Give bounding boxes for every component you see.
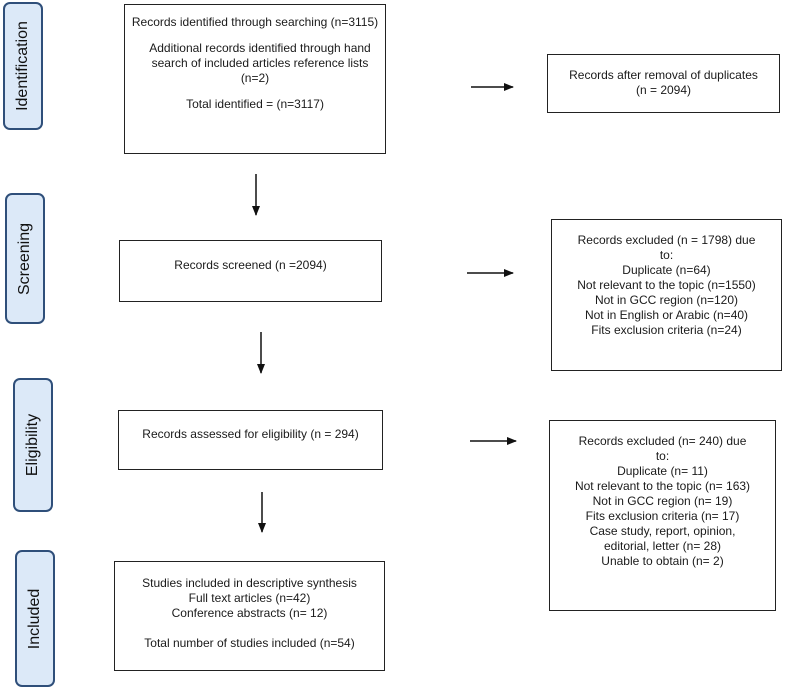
hand-search-line-1: Additional records identified through ha…	[149, 41, 371, 55]
hand-search-line-2: search of included articles reference li…	[151, 56, 369, 70]
phase-eligibility: Eligibility	[13, 378, 53, 512]
elig-excluded-box: Records excluded (n= 240) due to: Duplic…	[549, 420, 776, 611]
screen-excluded-line-3: Duplicate (n=64)	[622, 263, 711, 277]
screen-excluded-line-7: Fits exclusion criteria (n=24)	[591, 323, 742, 337]
elig-excluded-line-9: Unable to obtain (n= 2)	[601, 554, 724, 568]
screen-excluded-line-6: Not in English or Arabic (n=40)	[584, 308, 749, 322]
elig-excluded-line-1: Records excluded (n= 240) due	[578, 434, 747, 448]
duplicates-line-2: (n = 2094)	[635, 83, 692, 97]
total-identified-text: Total identified = (n=3117)	[186, 97, 324, 111]
included-line-3: Conference abstracts (n= 12)	[171, 606, 328, 620]
elig-excluded-line-5: Not in GCC region (n= 19)	[592, 494, 733, 508]
included-box: Studies included in descriptive synthesi…	[114, 561, 385, 671]
elig-excluded-line-7: Case study, report, opinion,	[589, 524, 736, 538]
screen-excluded-line-2: to:	[659, 248, 674, 262]
elig-excluded-line-4: Not relevant to the topic (n= 163)	[574, 479, 751, 493]
identification-box: Records identified through searching (n=…	[124, 4, 386, 154]
elig-excluded-line-8: editorial, letter (n= 28)	[603, 539, 722, 553]
elig-excluded-line-3: Duplicate (n= 11)	[617, 464, 708, 478]
phase-identification: Identification	[3, 2, 43, 130]
screen-excluded-line-1: Records excluded (n = 1798) due	[577, 233, 756, 247]
duplicates-box: Records after removal of duplicates (n =…	[547, 54, 780, 113]
screen-excluded-line-5: Not in GCC region (n=120)	[594, 293, 739, 307]
elig-excluded-line-6: Fits exclusion criteria (n= 17)	[585, 509, 740, 523]
screen-excluded-box: Records excluded (n = 1798) due to: Dupl…	[551, 219, 782, 371]
identified-searching-text: Records identified through searching (n=…	[131, 15, 379, 29]
included-total-text: Total number of studies included (n=54)	[144, 636, 355, 650]
hand-search-line-3: (n=2)	[240, 71, 270, 85]
phase-screening: Screening	[5, 193, 45, 324]
included-line-1: Studies included in descriptive synthesi…	[142, 576, 357, 590]
eligibility-text: Records assessed for eligibility (n = 29…	[142, 427, 359, 441]
eligibility-box: Records assessed for eligibility (n = 29…	[118, 410, 383, 470]
duplicates-line-1: Records after removal of duplicates	[569, 68, 758, 82]
screened-box: Records screened (n =2094)	[119, 240, 382, 302]
phase-included: Included	[15, 550, 55, 687]
elig-excluded-line-2: to:	[655, 449, 670, 463]
included-line-2: Full text articles (n=42)	[188, 591, 311, 605]
screened-text: Records screened (n =2094)	[174, 258, 327, 272]
screen-excluded-line-4: Not relevant to the topic (n=1550)	[577, 278, 756, 292]
